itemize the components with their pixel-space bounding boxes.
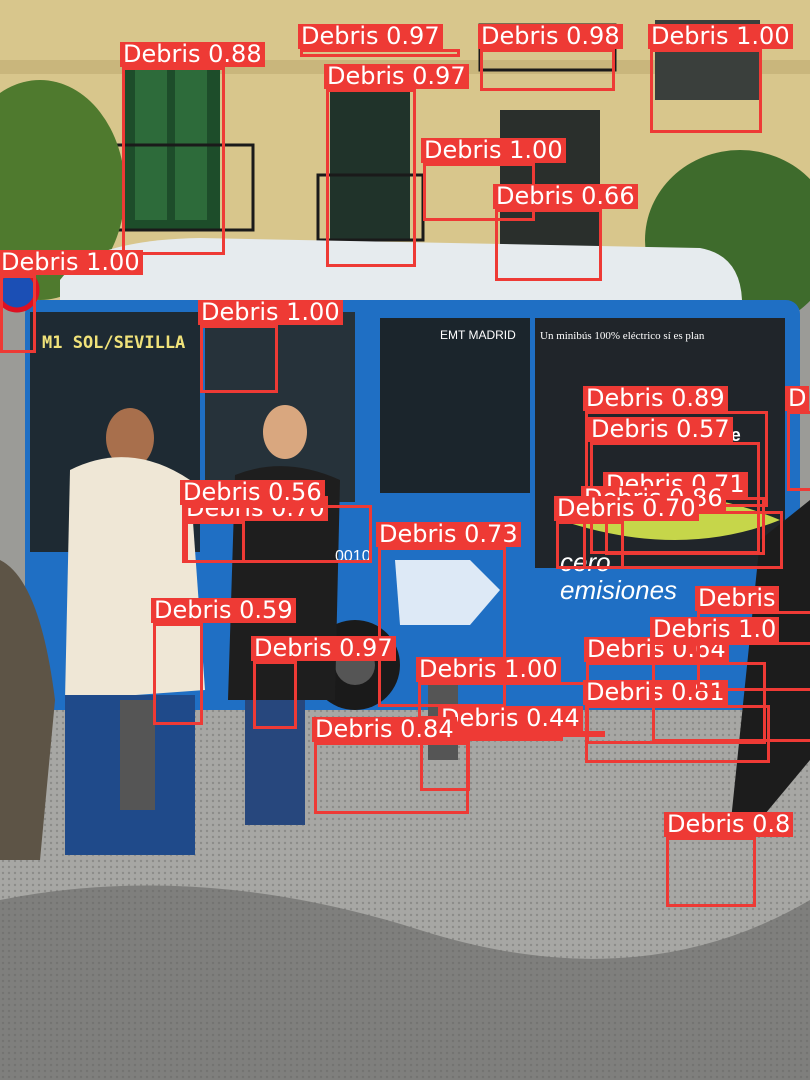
detection-box: Debris 0.84 xyxy=(312,717,469,814)
detection-box: Debris 0.66 xyxy=(493,184,638,281)
detection-label: Debris 0.97 xyxy=(251,636,396,661)
detection-label: Debris 0.88 xyxy=(120,42,265,67)
detection-box: Debris 0.88 xyxy=(120,42,265,255)
detection-label: Debris 0.66 xyxy=(493,184,638,209)
detection-box: D xyxy=(785,386,810,491)
detection-box: Debris 0.89 xyxy=(583,386,768,507)
detection-box: Debris 0.70 xyxy=(554,496,699,569)
detection-outline xyxy=(495,209,602,281)
detection-outline xyxy=(300,49,460,57)
detection-outline xyxy=(666,837,756,907)
detection-label: Debris 0.56 xyxy=(180,480,325,505)
detection-outline xyxy=(787,411,810,491)
detection-label: Debris 1.00 xyxy=(198,300,343,325)
detection-label: Debris 0.98 xyxy=(478,24,623,49)
detection-box: Debris 1.00 xyxy=(648,24,793,133)
detection-outline xyxy=(556,521,624,569)
detection-outline xyxy=(153,623,203,725)
detection-box: Debris 0.8 xyxy=(664,812,794,907)
detection-outline xyxy=(326,89,416,267)
detection-label: Debris 1.00 xyxy=(648,24,793,49)
detection-label: Debris 0.97 xyxy=(324,64,469,89)
detection-label: Debris xyxy=(695,586,779,611)
detection-label: Debris 0.59 xyxy=(151,598,296,623)
bus-ad-tagline: Un minibús 100% eléctrico sí es plan xyxy=(540,330,705,342)
detection-outline xyxy=(122,67,225,255)
detection-label: Debris 1.00 xyxy=(416,657,561,682)
detection-label: Debris 0.44 xyxy=(438,706,583,731)
detection-label: Debris 1.00 xyxy=(421,138,566,163)
detection-box: Debris xyxy=(695,586,810,691)
bus-roof xyxy=(60,238,742,310)
bus-route-sign: M1 SOL/SEVILLA xyxy=(42,333,186,353)
detection-label: Debris 0.81 xyxy=(583,680,728,705)
detection-outline xyxy=(652,642,810,742)
building-window xyxy=(330,80,410,240)
person-head xyxy=(106,408,154,468)
detection-outline xyxy=(200,325,278,393)
detection-box: Debris 1.00 xyxy=(421,138,566,221)
detection-label: Debris 1.0 xyxy=(650,617,780,642)
detection-label: Debris 0.84 xyxy=(312,717,457,742)
detection-outline xyxy=(253,661,297,729)
detection-box: Debris 1.00 xyxy=(416,657,588,737)
detection-box: Debris 0.97 xyxy=(251,636,396,729)
detection-outline xyxy=(182,505,372,563)
detection-label: Debris 1.00 xyxy=(0,250,143,275)
detection-box: Debris 0.59 xyxy=(151,598,296,725)
detection-box: Debris 0.97 xyxy=(324,64,469,267)
detection-box: Debris 0.97 xyxy=(298,24,460,57)
bollard xyxy=(120,700,155,810)
detection-label: D xyxy=(785,386,810,411)
detection-box: Debris 0.98 xyxy=(478,24,623,91)
detection-box: Debris 0.56 xyxy=(180,480,372,563)
detection-box: Debris 1.0 xyxy=(650,617,810,742)
detection-outline xyxy=(314,742,469,814)
detection-label: Debris 0.97 xyxy=(298,24,443,49)
bus-brand-label: EMT MADRID xyxy=(440,328,516,342)
detection-box: Debris 1.00 xyxy=(0,250,143,353)
detection-box: Debris 0.81 xyxy=(583,680,770,763)
detection-label: Debris 0.73 xyxy=(376,522,521,547)
detection-outline xyxy=(650,49,762,133)
person-edge-right xyxy=(730,500,810,830)
detection-label: Debris 0.70 xyxy=(554,496,699,521)
detection-outline xyxy=(480,49,615,91)
detection-outline xyxy=(0,275,36,353)
detection-label: Debris 0.8 xyxy=(664,812,794,837)
detection-box: Debris 1.00 xyxy=(198,300,343,393)
detection-label: Debris 0.89 xyxy=(583,386,728,411)
person-head xyxy=(263,405,307,459)
detection-box: Debris 0.44 xyxy=(438,706,605,737)
tree-left xyxy=(0,80,125,300)
bus-door-window xyxy=(380,318,530,493)
person-coat xyxy=(65,457,205,700)
building-window xyxy=(500,110,600,250)
detection-box: Debris 0.73 xyxy=(376,522,521,707)
person-edge-left xyxy=(0,560,55,860)
detection-outline xyxy=(378,547,506,707)
bus-arrow-logo xyxy=(395,560,500,625)
detection-outline xyxy=(697,611,810,691)
detection-label: Debris 0.57 xyxy=(588,417,733,442)
